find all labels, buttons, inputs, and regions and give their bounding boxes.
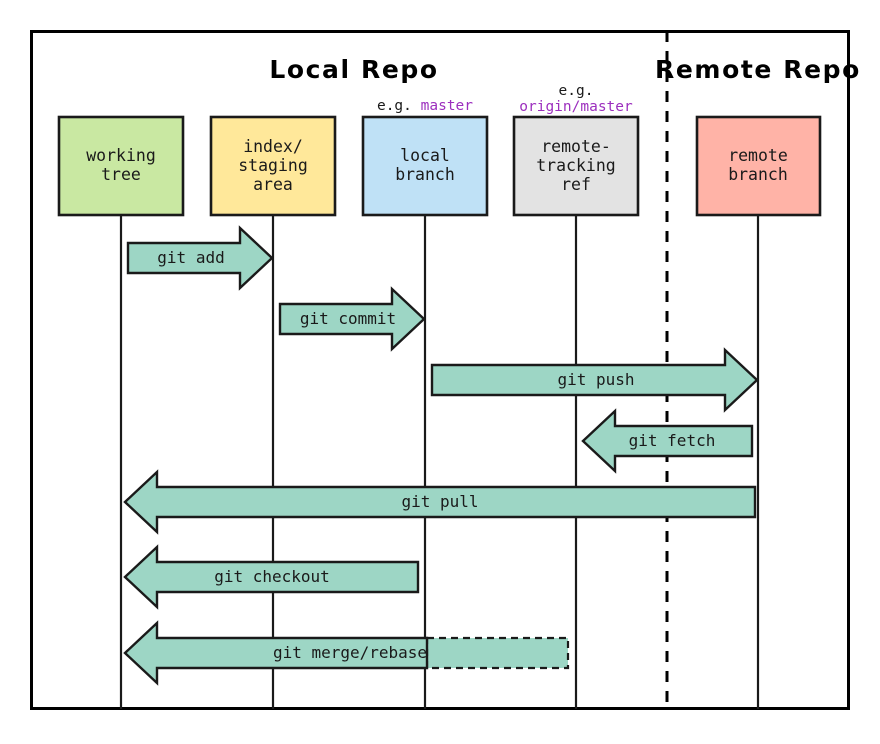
arrow-git-pull[interactable]: git pull: [123, 469, 757, 535]
remote-repo-title: Remote Repo: [655, 55, 861, 84]
node-remote-tracking-ref[interactable]: [512, 115, 640, 217]
node-working-tree[interactable]: [57, 115, 185, 217]
node-index-label-1: index/: [243, 137, 303, 156]
node-remote-tracking-label-2: tracking: [536, 156, 615, 175]
annotation-local-branch-ref: master: [421, 98, 474, 114]
arrow-git-checkout-label: git checkout: [214, 567, 330, 586]
node-local-branch-label-1: local: [400, 146, 450, 165]
node-annotations: e.g. master e.g. origin/master: [377, 83, 633, 115]
arrow-git-commit[interactable]: git commit: [278, 286, 426, 352]
node-index-label-3: area: [253, 175, 293, 194]
arrow-git-fetch-label: git fetch: [629, 431, 716, 450]
node-remote-tracking-label-3: ref: [561, 175, 591, 194]
arrow-git-merge-rebase-label: git merge/rebase: [273, 643, 427, 662]
node-index-label-2: staging: [238, 156, 308, 175]
node-index-staging-area[interactable]: [209, 115, 337, 217]
node-local-branch[interactable]: [361, 115, 489, 217]
arrow-git-checkout-shape[interactable]: [123, 544, 420, 610]
node-remote-branch-label-1: remote: [728, 146, 788, 165]
annotation-remote-tracking-prefix: e.g.: [559, 83, 594, 99]
arrow-git-commit-shape[interactable]: [278, 286, 426, 352]
arrow-git-fetch-shape[interactable]: [581, 408, 754, 474]
arrow-git-merge-rebase[interactable]: git merge/rebase: [123, 620, 570, 686]
arrow-git-fetch[interactable]: git fetch: [581, 408, 754, 474]
arrow-git-add[interactable]: git add: [126, 225, 274, 291]
lifelines: [119, 215, 760, 709]
local-repo-title: Local Repo: [269, 55, 438, 84]
arrow-git-pull-shape[interactable]: [123, 469, 757, 535]
annotation-remote-tracking-ref: origin/master: [519, 99, 633, 115]
annotation-local-branch: e.g. master: [377, 98, 473, 114]
node-working-tree-label-2: tree: [101, 165, 141, 184]
node-remote-tracking-label-1: remote-: [541, 137, 611, 156]
arrow-git-push-label: git push: [557, 370, 634, 389]
arrow-git-push[interactable]: git push: [430, 347, 759, 413]
arrow-git-commit-label: git commit: [300, 309, 396, 328]
arrow-git-pull-label: git pull: [401, 492, 478, 511]
node-boxes: working tree index/ staging area local b…: [57, 115, 822, 217]
arrow-git-checkout[interactable]: git checkout: [123, 544, 420, 610]
arrow-git-merge-rebase-dashed-extension[interactable]: [425, 636, 570, 670]
annotation-local-branch-prefix: e.g.: [377, 98, 421, 114]
node-working-tree-label-1: working: [86, 146, 156, 165]
node-remote-branch-label-2: branch: [728, 165, 788, 184]
arrow-git-add-shape[interactable]: [126, 225, 274, 291]
arrow-git-merge-rebase-shape[interactable]: [123, 620, 429, 686]
node-remote-branch[interactable]: [695, 115, 822, 217]
node-local-branch-label-2: branch: [395, 165, 455, 184]
arrow-git-add-label: git add: [157, 248, 224, 267]
arrow-git-push-shape[interactable]: [430, 347, 759, 413]
